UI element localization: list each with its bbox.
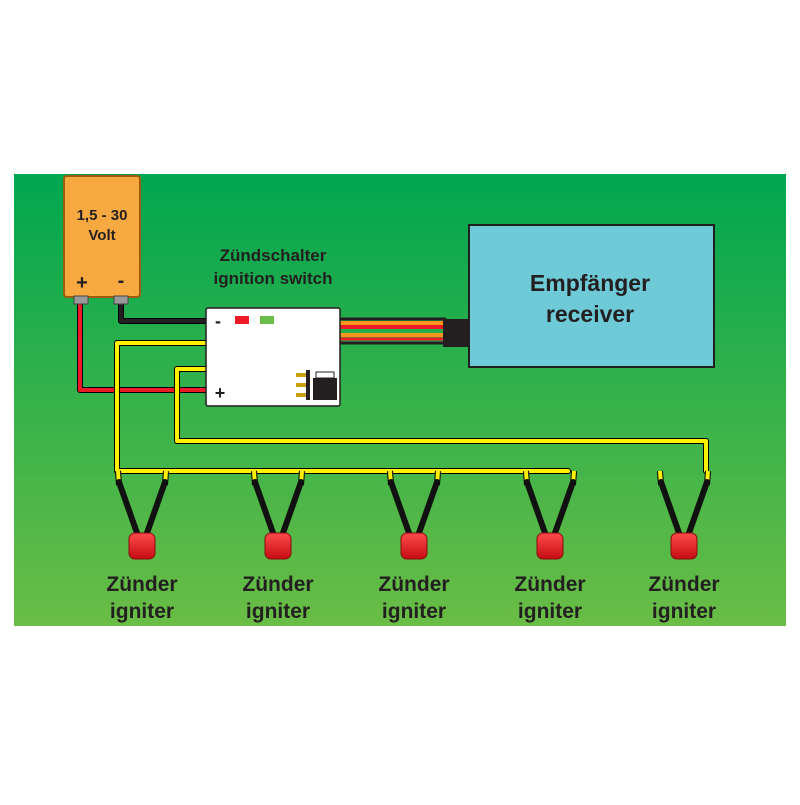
ignition-switch-label-en: ignition switch (214, 269, 333, 288)
battery-unit-label: Volt (88, 227, 115, 244)
igniter: Zünder igniter (514, 470, 586, 623)
igniter-label-en: igniter (246, 600, 310, 623)
module-minus-label: - (215, 311, 221, 331)
igniter-leads (252, 479, 304, 536)
igniter-label-de: Zünder (514, 573, 585, 596)
battery-plus-label: + (76, 272, 88, 294)
igniter-leads (116, 479, 168, 536)
igniter-leads (524, 479, 576, 536)
igniter-label-en: igniter (382, 600, 446, 623)
igniter-leads (658, 479, 710, 536)
igniter-label-de: Zünder (106, 573, 177, 596)
receiver-label-de: Empfänger (530, 270, 650, 296)
igniter: Zünder igniter (242, 470, 314, 623)
igniter-label-de: Zünder (648, 573, 719, 596)
receiver-label-en: receiver (546, 301, 634, 327)
battery-minus-label: - (118, 270, 125, 292)
pin-header (296, 370, 337, 400)
receiver: Empfänger receiver (443, 224, 715, 368)
igniter-head (264, 532, 292, 560)
igniter-leads (388, 479, 440, 536)
ignition-switch-module: - + (205, 307, 341, 407)
igniter-label-de: Zünder (378, 573, 449, 596)
igniter-head (128, 532, 156, 560)
ignition-switch-label-de: Zündschalter (220, 246, 327, 265)
battery-minus-terminal (113, 295, 129, 305)
igniter-label-en: igniter (110, 600, 174, 623)
igniter: Zünder igniter (648, 470, 720, 623)
igniter-head (536, 532, 564, 560)
module-plus-label: + (215, 383, 226, 403)
igniter-head (670, 532, 698, 560)
igniter-label-de: Zünder (242, 573, 313, 596)
led-green (260, 316, 274, 324)
servo-cable (337, 317, 447, 345)
wires (77, 299, 709, 474)
led-red (235, 316, 249, 324)
igniter: Zünder igniter (106, 470, 178, 623)
battery: 1,5 - 30 Volt + - (63, 175, 141, 305)
igniter: Zünder igniter (378, 470, 450, 623)
receiver-plug (443, 319, 471, 347)
battery-voltage-label: 1,5 - 30 (77, 207, 128, 224)
battery-plus-terminal (73, 295, 89, 305)
igniter-label-en: igniter (518, 600, 582, 623)
igniter-label-en: igniter (652, 600, 716, 623)
igniters: ZünderigniterZünderigniterZünderigniterZ… (106, 470, 720, 623)
igniter-head (400, 532, 428, 560)
